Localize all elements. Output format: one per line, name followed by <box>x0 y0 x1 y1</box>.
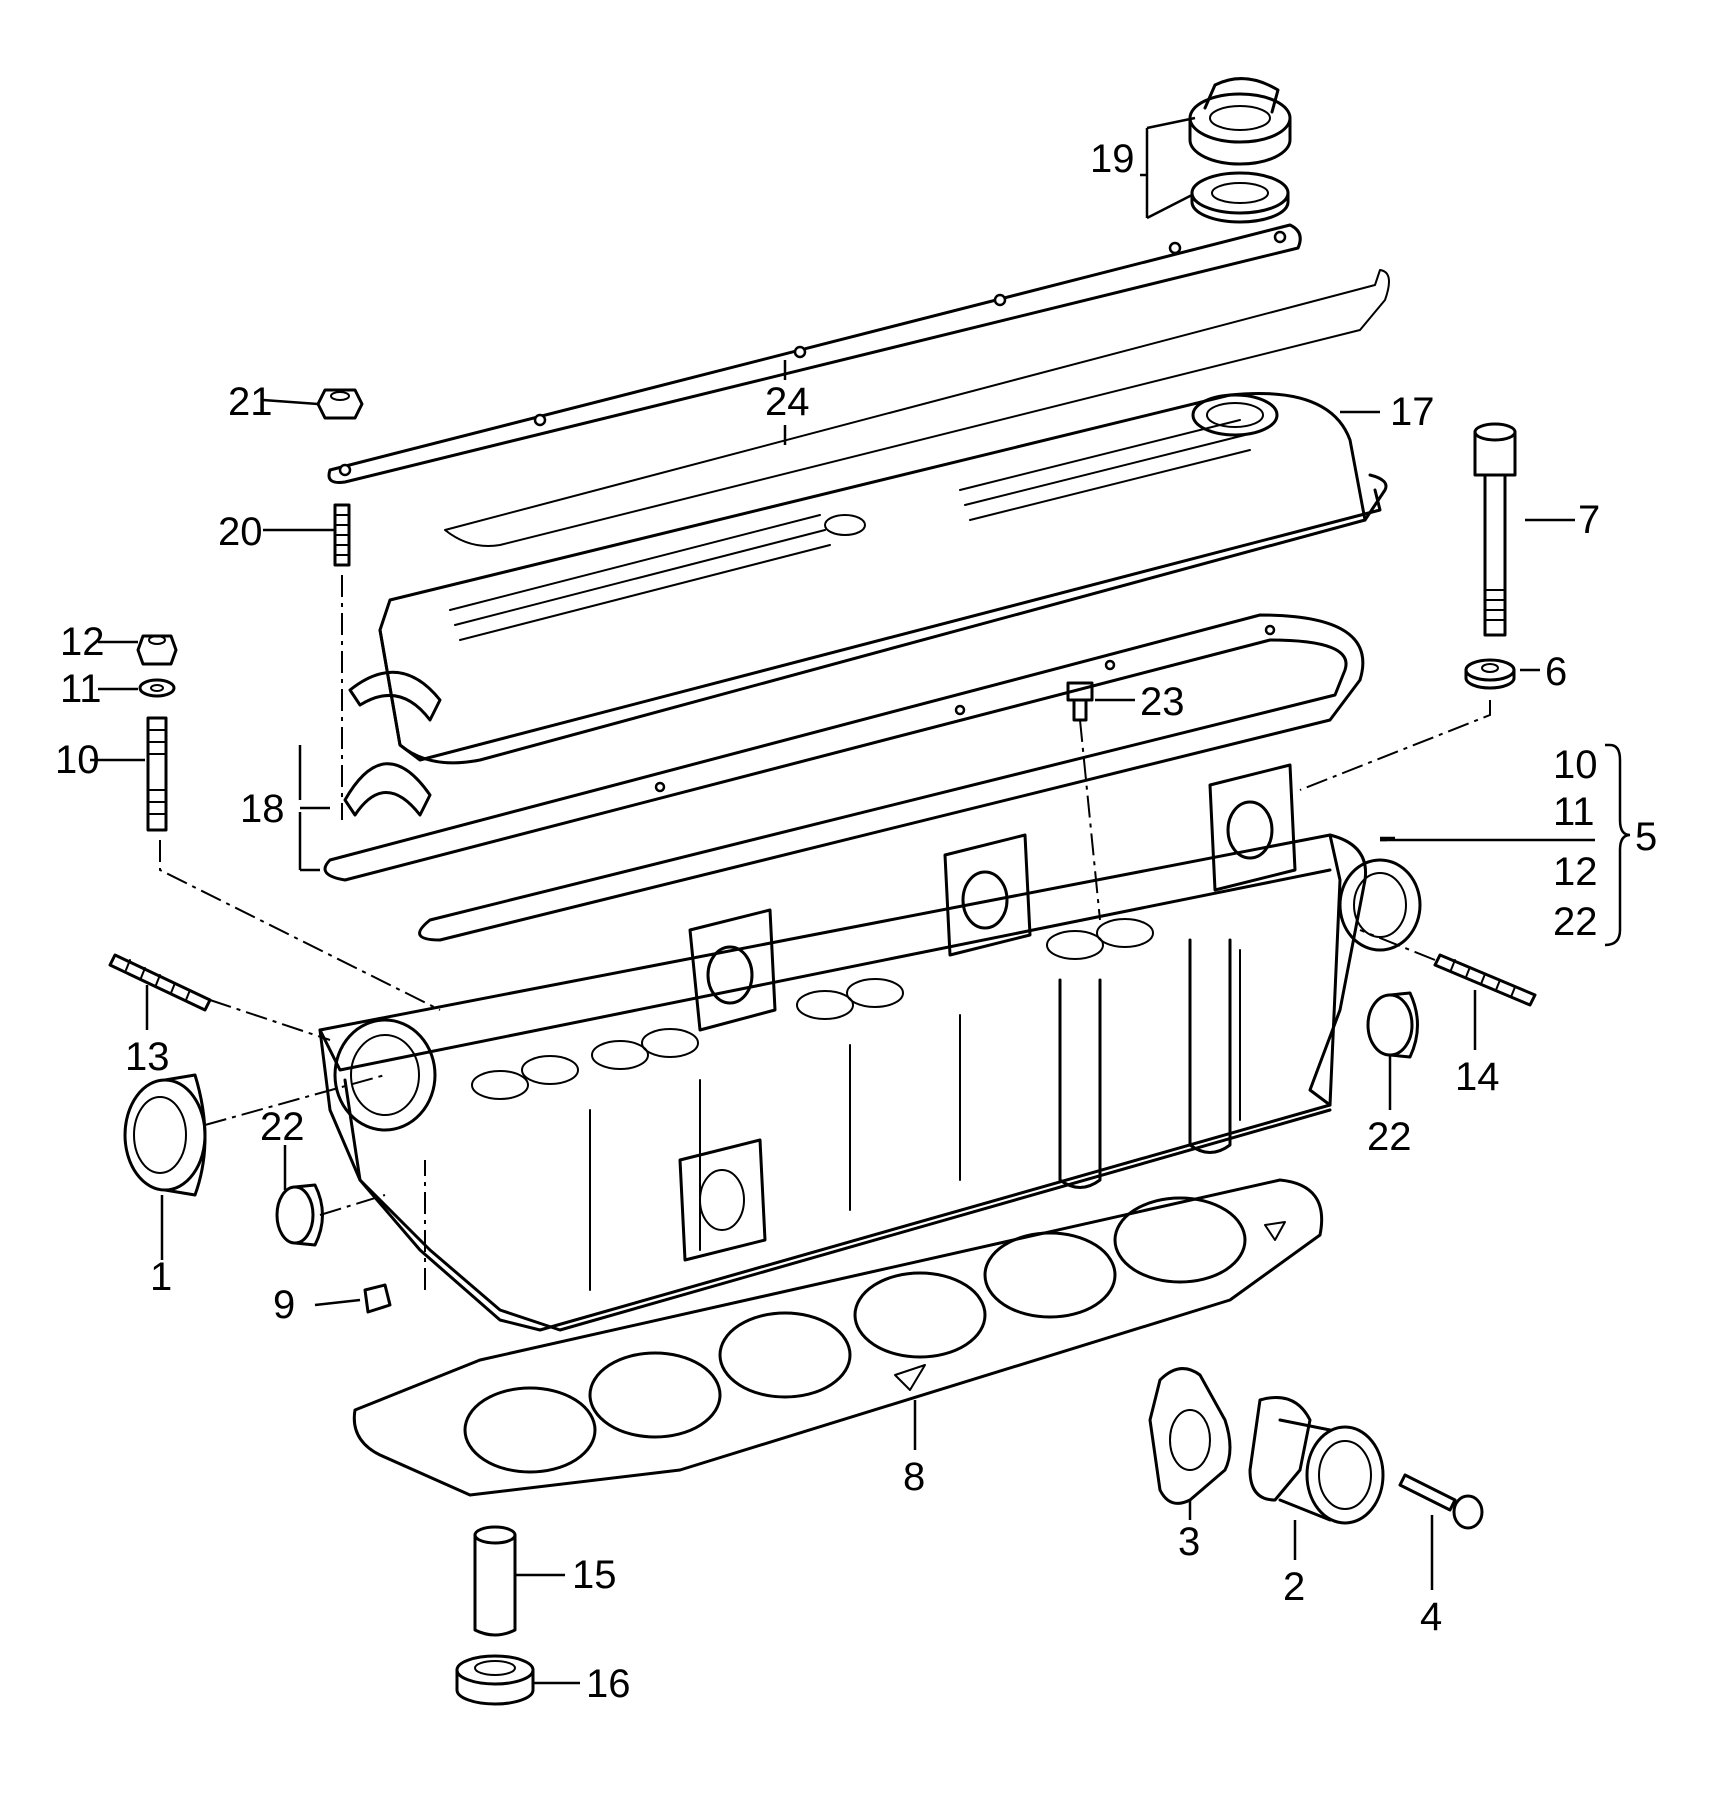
nut-21 <box>316 388 364 420</box>
bolt-4 <box>1398 1473 1484 1530</box>
washer-6 <box>1464 658 1516 690</box>
callout-15: 15 <box>572 1553 617 1597</box>
callout-14: 14 <box>1455 1055 1500 1099</box>
callout-21: 21 <box>228 380 273 424</box>
nut-12 <box>136 634 178 666</box>
plug-left <box>275 1183 324 1247</box>
head-gasket <box>352 1178 1324 1497</box>
callout-23: 23 <box>1140 680 1185 724</box>
callout-22-left: 22 <box>260 1105 305 1149</box>
callout-7: 7 <box>1578 498 1600 542</box>
stud-right <box>1433 953 1537 1007</box>
half-moon-seal <box>343 762 432 817</box>
callout-16: 16 <box>586 1662 631 1706</box>
callout-2: 2 <box>1283 1565 1305 1609</box>
callout-8: 8 <box>903 1455 925 1499</box>
callout-9: 9 <box>273 1283 295 1327</box>
small-plug <box>363 1283 392 1314</box>
cam-bearing-cap <box>688 908 777 1032</box>
stud-10 <box>146 716 168 832</box>
valve-cover-gasket-upper <box>327 223 1390 547</box>
cam-bearing-cap <box>943 833 1032 957</box>
callout-4: 4 <box>1420 1595 1442 1639</box>
callout-1: 1 <box>150 1255 172 1299</box>
assembly-lines <box>159 575 1491 1290</box>
leader-lines <box>90 116 1631 1685</box>
callout-13: 13 <box>125 1035 170 1079</box>
callout-5-group-10: 10 <box>1553 743 1598 787</box>
callout-5-group-11: 11 <box>1553 790 1595 834</box>
callout-5-group-22: 22 <box>1553 900 1598 944</box>
oil-filler-cap <box>1188 77 1292 166</box>
callout-10: 10 <box>55 738 100 782</box>
callout-5-group-12: 12 <box>1553 850 1598 894</box>
cylinder-head <box>318 763 1422 1332</box>
valve-stem-seal <box>455 1654 535 1706</box>
callout-11: 11 <box>60 667 102 711</box>
stud-20 <box>333 503 351 567</box>
valve-cover <box>348 391 1388 765</box>
callout-12: 12 <box>60 620 105 664</box>
coolant-flange <box>1248 1396 1385 1525</box>
callout-5: 5 <box>1635 815 1657 859</box>
flange-gasket <box>1148 1367 1232 1505</box>
callout-3: 3 <box>1178 1520 1200 1564</box>
valve-cover-gasket-lower <box>323 613 1365 942</box>
callout-20: 20 <box>218 510 263 554</box>
callout-22-right: 22 <box>1367 1115 1412 1159</box>
callout-17: 17 <box>1390 390 1435 434</box>
cam-bearing-cap <box>1208 763 1297 892</box>
washer-11 <box>138 678 176 698</box>
callout-19: 19 <box>1090 137 1135 181</box>
oil-seal <box>123 1073 207 1197</box>
plug-right <box>1366 991 1419 1059</box>
callout-18: 18 <box>240 787 285 831</box>
stud-left <box>108 953 212 1012</box>
oil-filler-seal <box>1190 171 1290 224</box>
callout-6: 6 <box>1545 650 1567 694</box>
bolt-7 <box>1473 422 1517 637</box>
callout-24: 24 <box>765 380 810 424</box>
valve-guide <box>473 1525 517 1637</box>
